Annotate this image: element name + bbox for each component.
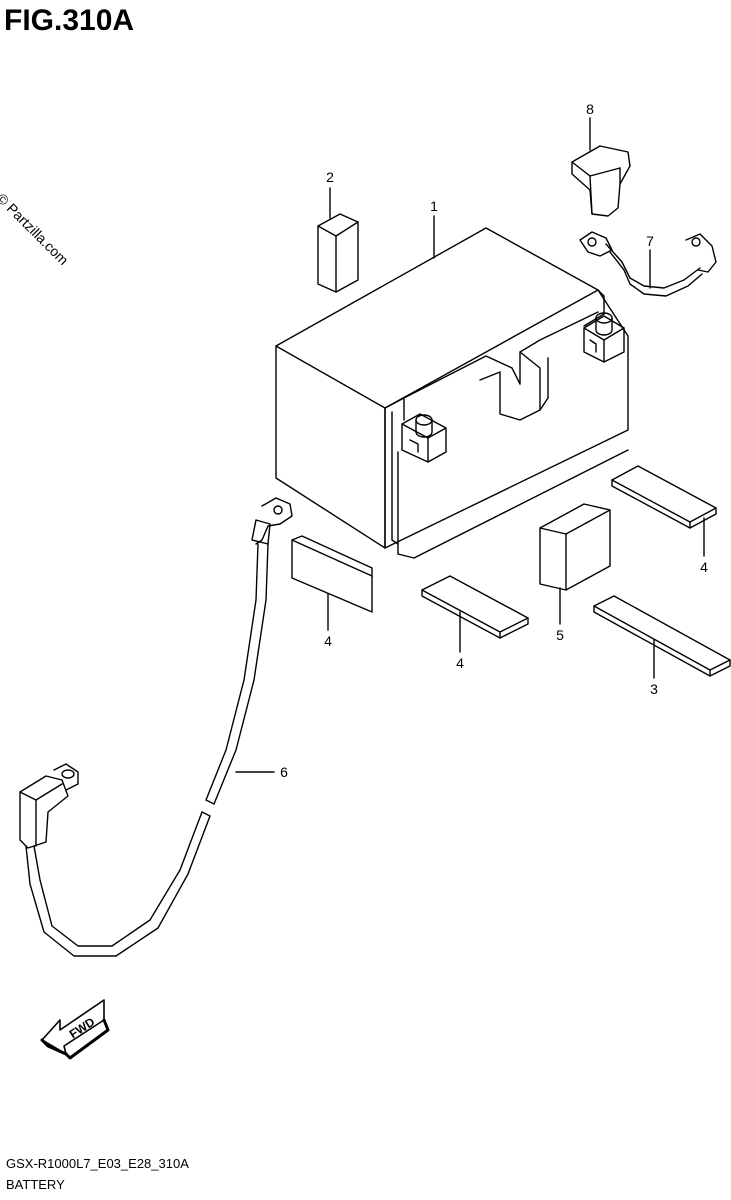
- label-card[interactable]: [317, 213, 359, 293]
- pad-right[interactable]: [611, 465, 717, 529]
- terminal-cover[interactable]: [571, 145, 631, 217]
- fwd-arrow-icon: FWD: [40, 999, 110, 1060]
- positive-cable[interactable]: [579, 231, 717, 297]
- callout-6: 6: [280, 764, 288, 780]
- callout-4-center: 4: [456, 655, 464, 671]
- callout-3: 3: [650, 681, 658, 697]
- pad-left[interactable]: [291, 535, 373, 613]
- callout-1: 1: [430, 198, 438, 214]
- callout-7: 7: [646, 233, 654, 249]
- callout-5: 5: [556, 627, 564, 643]
- section-name: BATTERY: [6, 1177, 65, 1192]
- model-code: GSX-R1000L7_E03_E28_310A: [6, 1156, 189, 1171]
- battery-body[interactable]: [275, 227, 629, 559]
- callout-4-right: 4: [700, 559, 708, 575]
- figure-title: FIG.310A: [4, 4, 135, 37]
- callout-8: 8: [586, 101, 594, 117]
- callout-4-left: 4: [324, 633, 332, 649]
- pad-long[interactable]: [593, 595, 731, 677]
- negative-cable[interactable]: [19, 497, 293, 957]
- pad-center[interactable]: [421, 575, 529, 639]
- pad-square[interactable]: [539, 503, 611, 591]
- callout-2: 2: [326, 169, 334, 185]
